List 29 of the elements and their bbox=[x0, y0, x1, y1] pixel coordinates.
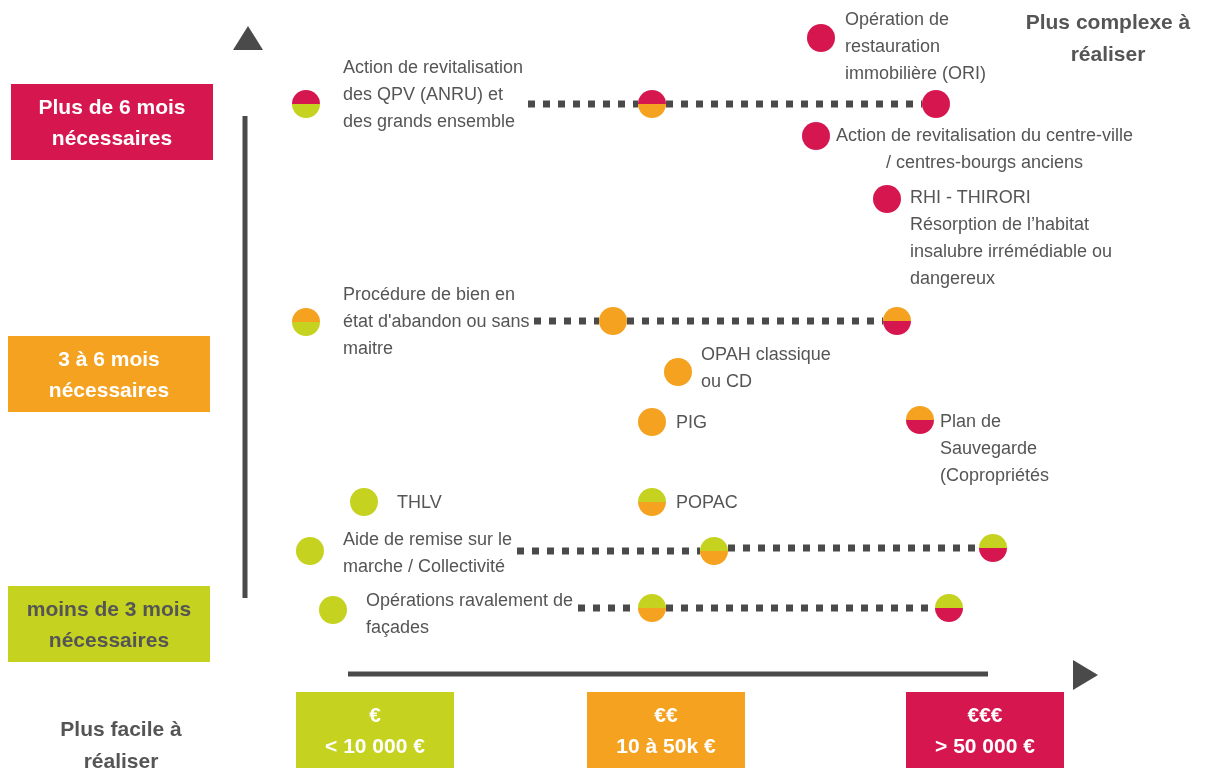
operation-label: Plan de Sauvegarde (Copropriétés bbox=[940, 410, 1051, 487]
range-dot bbox=[599, 307, 627, 335]
range-dot bbox=[883, 307, 911, 335]
operation-label: Aide de remise sur le marche / Collectivité bbox=[343, 528, 514, 578]
operation-label: OPAH classique ou CD bbox=[701, 343, 832, 393]
operation-label: RHI - THIRORI bbox=[910, 186, 1031, 209]
operation-label: Procédure de bien en état d'abandon ou sans maitre bbox=[343, 283, 531, 360]
operation-label: Opération de restauration immobilière (ORI) bbox=[845, 8, 987, 85]
duration-box: Plus de 6 mois nécessaires bbox=[11, 84, 213, 160]
operation-label: Action de revitalisation du centre-ville / centres-bourgs anciens bbox=[834, 124, 1135, 174]
range-dot bbox=[935, 594, 963, 622]
duration-box: moins de 3 mois nécessaires bbox=[8, 586, 210, 662]
cost-box: €€€ > 50 000 € bbox=[906, 692, 1064, 768]
operation-description: Résorption de l’habitat insalubre irrémédiable ou dangereux bbox=[910, 213, 1114, 290]
operation-label: Action de revitalisation des QPV (ANRU) et des grands ensemble bbox=[343, 56, 525, 133]
operation-label: POPAC bbox=[676, 491, 738, 514]
range-dot bbox=[979, 534, 1007, 562]
operation-label: THLV bbox=[397, 491, 442, 514]
axis-label: Plus facile à réaliser bbox=[59, 716, 183, 769]
range-dot bbox=[922, 90, 950, 118]
operation-label: Opérations ravalement de façades bbox=[366, 589, 575, 639]
axis-label: Plus complexe à réaliser bbox=[1024, 9, 1192, 67]
range-dot bbox=[638, 594, 666, 622]
operation-label: PIG bbox=[676, 411, 707, 434]
duration-box: 3 à 6 mois nécessaires bbox=[8, 336, 210, 412]
range-dot bbox=[638, 90, 666, 118]
cost-box: €€ 10 à 50k € bbox=[587, 692, 745, 768]
cost-box: € < 10 000 € bbox=[296, 692, 454, 768]
range-dot bbox=[700, 537, 728, 565]
